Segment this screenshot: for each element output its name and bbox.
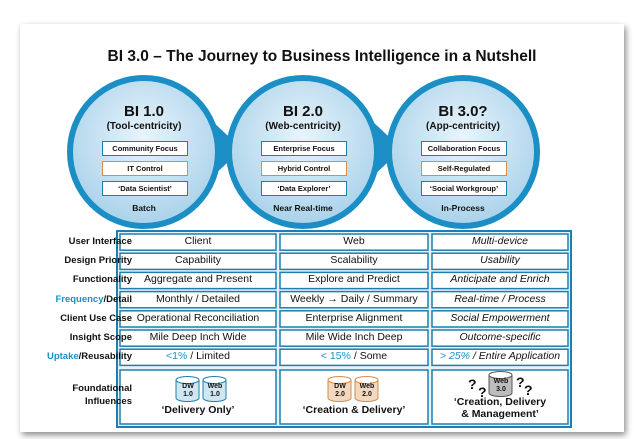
database-icon <box>488 371 513 397</box>
table-cell: Enterprise Alignment <box>305 311 403 324</box>
table-cell-box <box>119 233 277 251</box>
phase-pill: IT Control <box>102 161 188 176</box>
table-cell: > 25% / Entire Application <box>439 350 561 363</box>
phase-pill: Community Focus <box>102 141 188 156</box>
table-cell: Real-time / Process <box>454 292 546 305</box>
table-cell-box <box>279 252 429 271</box>
table-cell: Monthly / Detailed <box>155 292 241 305</box>
foundational-caption: ‘Creation & Delivery’ <box>302 404 406 416</box>
table-cell: Operational Reconciliation <box>136 311 260 324</box>
phase-subtitle: (App-centricity) <box>426 121 500 132</box>
phase-subtitle: (Web-centricity) <box>265 121 341 132</box>
phase-pill: Enterprise Focus <box>261 141 347 156</box>
table-cell-box <box>119 252 277 271</box>
table-cell-box <box>431 310 569 328</box>
table-cell: Anticipate and Enrich <box>450 273 550 286</box>
table-cell-box <box>279 233 429 251</box>
database-icon <box>327 376 352 402</box>
phase-footer: Batch <box>132 203 156 213</box>
page-title: BI 3.0 – The Journey to Business Intelli… <box>107 48 537 65</box>
table-cell: Aggregate and Present <box>144 273 252 286</box>
diagram-graphics <box>67 75 572 428</box>
table-cell: Explore and Predict <box>308 273 400 286</box>
table-cell: Weekly → Daily / Summary <box>290 292 418 305</box>
table-cell: Capability <box>174 254 222 267</box>
table-cell-box <box>279 271 429 290</box>
phase-title: BI 1.0 <box>123 103 165 120</box>
table-cell-box <box>119 329 277 347</box>
table-cell-box <box>119 271 277 290</box>
table-cell: Client <box>184 235 212 247</box>
table-cell-box <box>279 348 429 367</box>
table-cell: Mile Deep Inch Wide <box>149 331 247 343</box>
phase-pill: Self-Regulated <box>421 161 507 176</box>
table-cell: < 15% / Some <box>320 350 388 363</box>
table-cell-box <box>431 271 569 290</box>
question-mark-icon: ? <box>524 382 533 398</box>
question-mark-icon: ? <box>516 374 525 390</box>
row-label: User Interface <box>68 236 132 247</box>
table-cell-box <box>431 233 569 251</box>
table-cell-box <box>431 329 569 347</box>
table-cells <box>119 233 569 425</box>
phase-pill: ‘Data Scientist’ <box>102 181 188 196</box>
row-label: Frequency/Detail <box>55 293 132 305</box>
table-cell: Web <box>343 235 365 247</box>
table-cell: <1% / Limited <box>166 350 230 363</box>
phase-heading-1: BI 1.0(Tool-centricity) <box>84 103 204 132</box>
database-icon <box>354 376 379 402</box>
phase-heading-2: BI 2.0(Web-centricity) <box>243 103 363 132</box>
phase-title: BI 3.0? <box>438 103 488 120</box>
phase-title: BI 2.0 <box>282 103 324 120</box>
table-cell: Scalability <box>330 254 378 267</box>
phase-footer: In-Process <box>441 203 485 213</box>
foundational-caption: ‘Creation, Delivery& Management’ <box>453 396 547 420</box>
row-label: Uptake/Reusability <box>46 351 132 363</box>
phase-pill: ‘Social Workgroup’ <box>421 181 507 196</box>
table-cell: Outcome-specific <box>459 331 541 343</box>
phase-subtitle: (Tool-centricity) <box>106 121 182 132</box>
table-cell: Mile Wide Inch Deep <box>305 331 403 343</box>
phase-footer: Near Real-time <box>273 203 333 213</box>
table-cell-box <box>119 310 277 328</box>
question-mark-icon: ? <box>478 384 487 400</box>
table-cell: Social Empowerment <box>450 311 550 324</box>
table-cell-box <box>279 290 429 309</box>
phase-heading-3: BI 3.0?(App-centricity) <box>403 103 523 132</box>
foundational-caption: ‘Delivery Only’ <box>161 404 235 416</box>
table-cell-box <box>119 348 277 367</box>
phase-pill: Hybrid Control <box>261 161 347 176</box>
table-cell: Usability <box>480 254 520 267</box>
row-label: Insight Scope <box>69 332 132 343</box>
table-cell: Multi-device <box>471 235 529 247</box>
table-cell-box <box>431 252 569 271</box>
database-icon <box>202 376 227 402</box>
table-cell-box <box>119 290 277 309</box>
phase-pill: ‘Data Explorer’ <box>261 181 347 196</box>
table-cell-box <box>431 348 569 367</box>
foundational-cell-box <box>279 369 429 425</box>
table-cell-box <box>279 310 429 328</box>
row-label: Functionality <box>72 274 132 286</box>
phase-pill: Collaboration Focus <box>421 141 507 156</box>
question-mark-icon: ? <box>468 376 477 392</box>
database-icon <box>175 376 200 402</box>
table-cell-box <box>279 329 429 347</box>
row-label: Client Use Case <box>60 312 132 324</box>
slide: BI 3.0 – The Journey to Business Intelli… <box>20 24 624 432</box>
table-cell-box <box>431 290 569 309</box>
row-label: Design Priority <box>64 255 132 267</box>
